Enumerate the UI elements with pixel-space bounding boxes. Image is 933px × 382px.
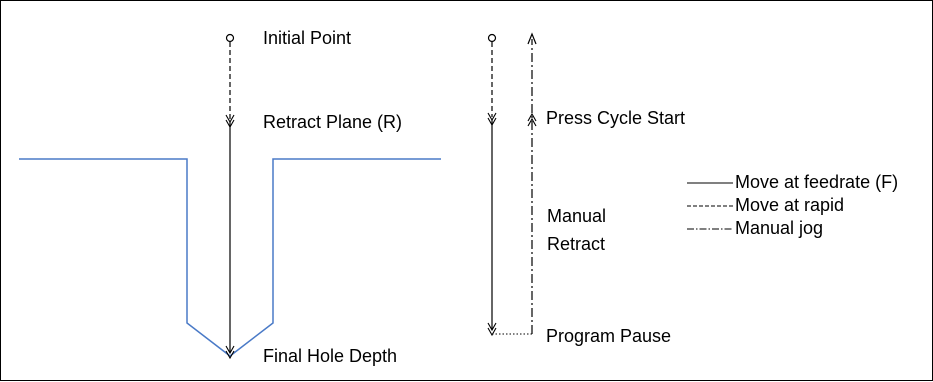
- final-depth-arrow: [225, 345, 235, 360]
- retract-plane-label: Retract Plane (R): [263, 112, 403, 132]
- legend-rapid-label: Move at rapid: [735, 195, 845, 215]
- program-pause-label: Program Pause: [546, 326, 672, 346]
- final-hole-depth-label: Final Hole Depth: [263, 346, 398, 366]
- initial-point-marker: [225, 33, 235, 43]
- press-cycle-start-label: Press Cycle Start: [546, 108, 686, 128]
- legend-feedrate-label: Move at feedrate (F): [735, 172, 899, 192]
- manual-label-line1: Manual: [547, 206, 607, 226]
- legend-jog-label: Manual jog: [735, 218, 824, 238]
- cycle-start-arrow: [527, 112, 537, 127]
- manual-label-line2: Retract: [547, 234, 606, 254]
- initial-point-label: Initial Point: [263, 28, 352, 48]
- program-pause-arrow: [487, 322, 497, 337]
- workpiece-outline: [19, 158, 441, 357]
- right-initial-point-marker: [487, 33, 497, 43]
- manual-retract-arrowhead: [527, 32, 537, 45]
